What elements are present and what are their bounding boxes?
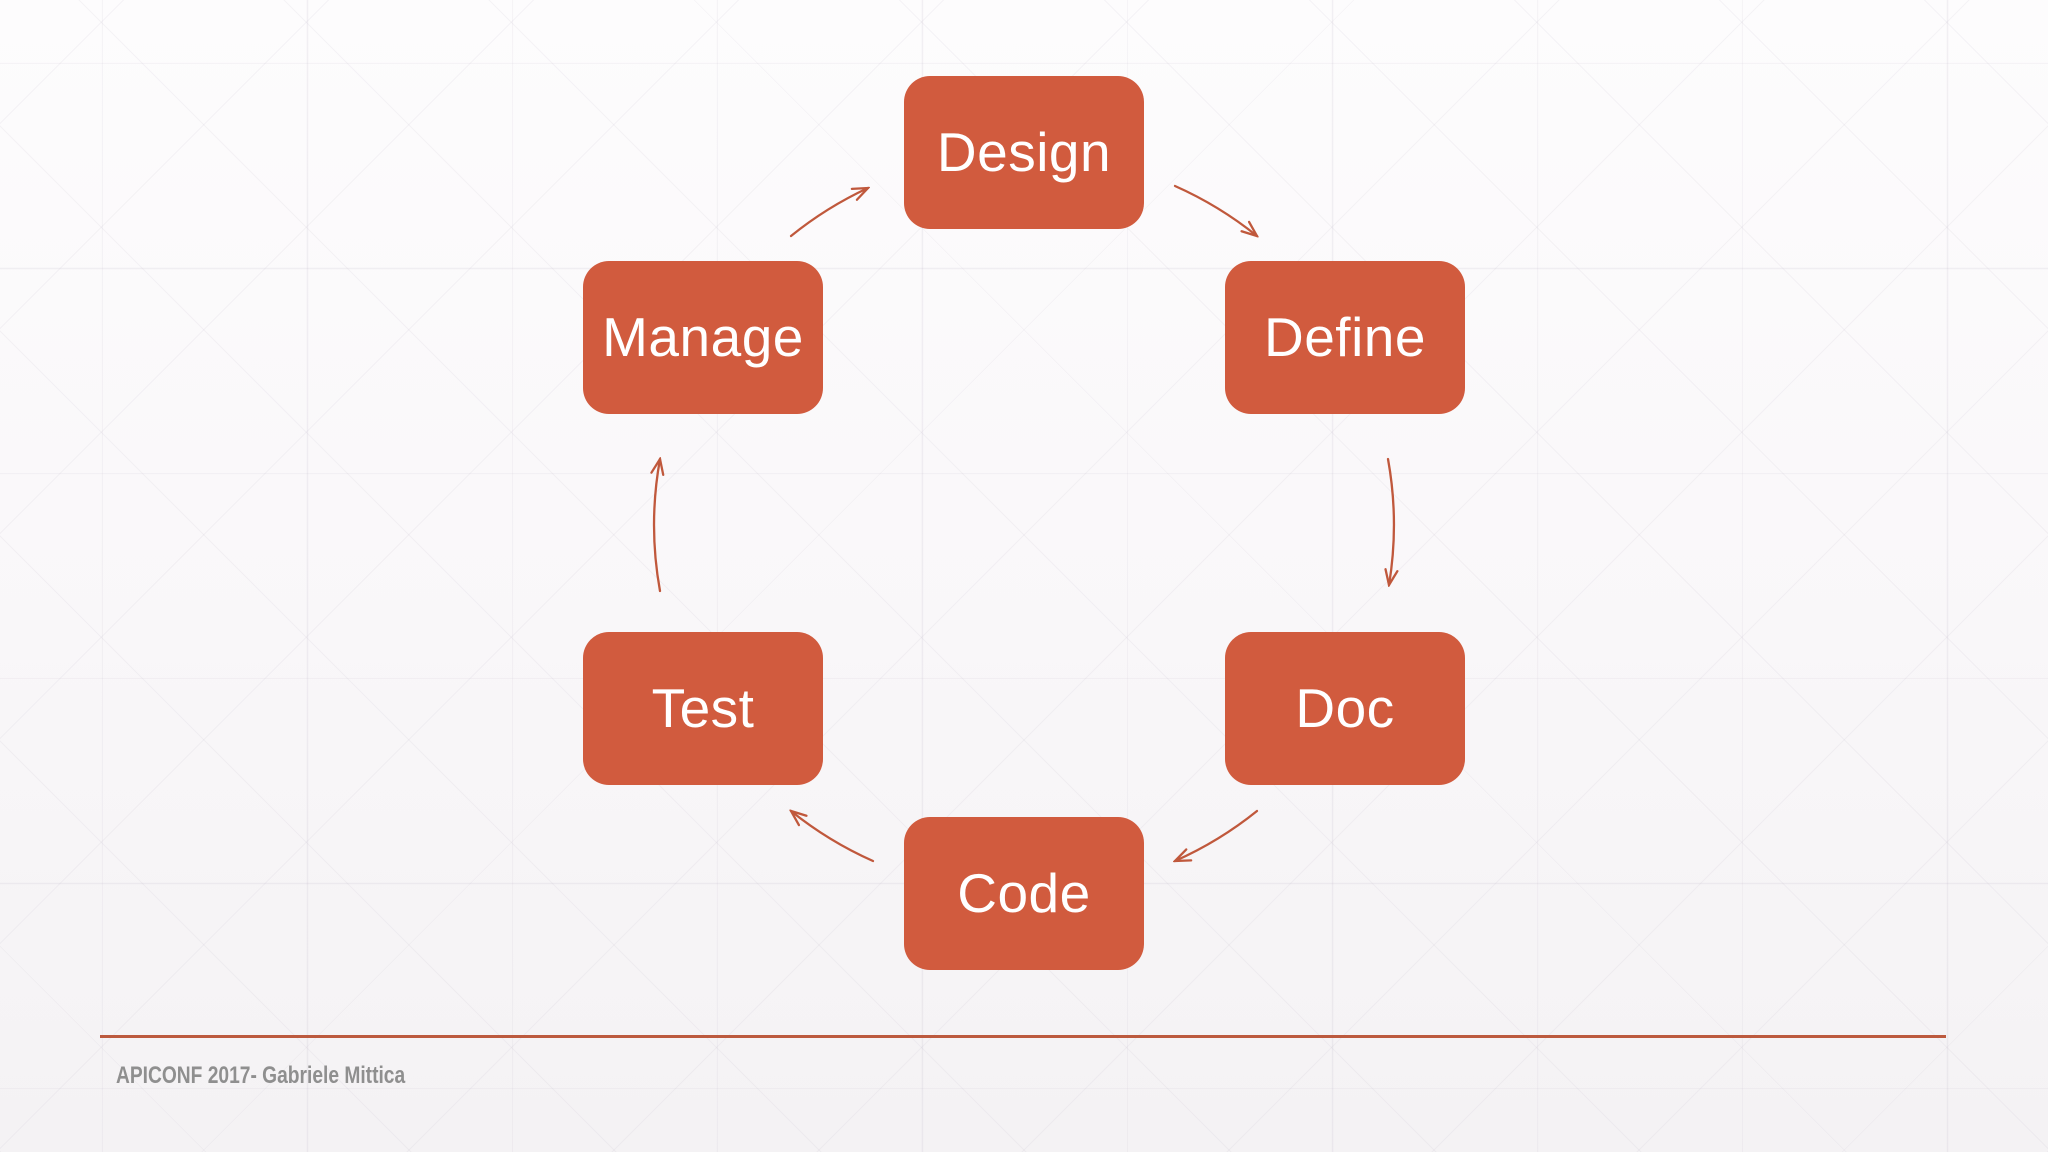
footer-divider-line (100, 1035, 1946, 1038)
arrow-code-to-test (791, 811, 875, 863)
cycle-node-test: Test (583, 632, 823, 785)
footer-credit-text: APICONF 2017- Gabriele Mittica (116, 1062, 406, 1089)
cycle-node-design-label: Design (936, 121, 1112, 183)
cycle-node-doc: Doc (1225, 632, 1465, 785)
arrow-design-to-define (1173, 184, 1257, 236)
cycle-node-manage-label: Manage (602, 306, 804, 368)
cycle-node-define-label: Define (1264, 306, 1426, 368)
cycle-node-test-label: Test (651, 677, 755, 739)
arrow-test-to-manage (654, 459, 660, 593)
cycle-node-define: Define (1225, 261, 1465, 414)
cycle-node-code: Code (904, 817, 1144, 970)
cycle-node-doc-label: Doc (1295, 677, 1395, 739)
cycle-node-manage: Manage (583, 261, 823, 414)
cycle-node-code-label: Code (957, 862, 1091, 924)
arrow-manage-to-design (789, 188, 868, 238)
arrow-define-to-doc (1388, 457, 1394, 585)
cycle-node-design: Design (904, 76, 1144, 229)
arrow-doc-to-code (1175, 809, 1259, 861)
